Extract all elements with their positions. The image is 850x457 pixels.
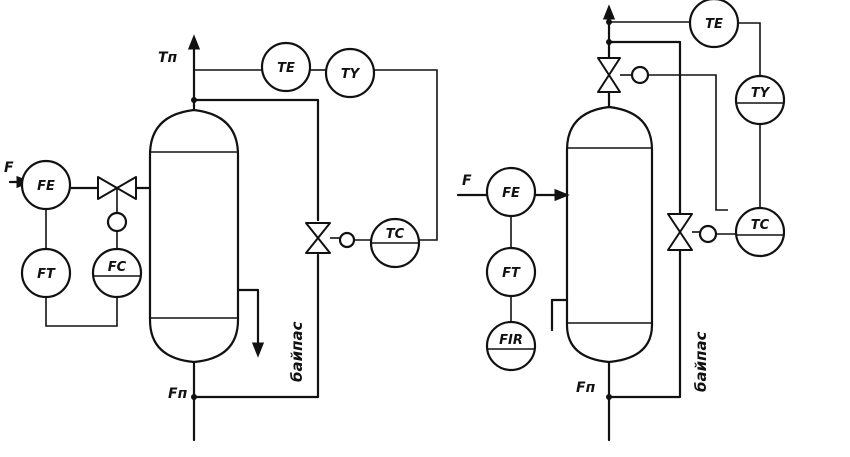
left-fc-label: FC <box>108 260 127 275</box>
right-fir-label: FIR <box>499 333 523 348</box>
right-feed-stream-label: F <box>462 173 472 189</box>
left-ty-instrument <box>324 47 376 99</box>
left-feed-valve-actuator <box>106 211 128 233</box>
left-bypass-lower <box>192 253 320 399</box>
right-fe-label: FE <box>502 186 520 201</box>
left-ty-label: TY <box>341 67 361 82</box>
right-scheme: TE TY TC FE FT FIR F Fп байпас <box>456 0 786 442</box>
right-bypass-upper <box>607 40 682 216</box>
left-feed-stream-label: F <box>4 160 14 176</box>
left-ty-tc-link <box>374 69 438 241</box>
left-scheme: TE TY TC FE FT FC F Tп Fп байпас <box>4 34 438 442</box>
left-te-label: TE <box>277 61 295 76</box>
left-te-instrument <box>260 41 312 93</box>
left-fc-instrument <box>91 247 143 299</box>
right-te-label: TE <box>705 17 723 32</box>
right-ty-label: TY <box>751 86 771 101</box>
right-bottom-stream-label: Fп <box>576 380 596 396</box>
right-side-drawoff <box>550 298 569 332</box>
left-bypass-label: байпас <box>288 321 306 382</box>
left-bypass-actuator <box>338 231 356 249</box>
right-bypass-valve-top <box>667 213 693 233</box>
left-feed-valve-left <box>97 176 118 200</box>
left-bottom-stream-label: Fп <box>168 386 188 402</box>
right-bypass-valve-bottom <box>667 231 693 251</box>
right-bypass-lower <box>607 248 682 399</box>
right-top-valve-actuator <box>630 65 650 85</box>
right-fir-instrument <box>485 320 537 372</box>
right-tc-instrument <box>734 206 786 258</box>
right-top-actuator-to-tc <box>648 74 728 211</box>
right-vessel <box>565 105 654 364</box>
right-te-ty-link <box>738 22 761 76</box>
right-bypass-actuator <box>698 224 718 244</box>
right-tc-label: TC <box>751 218 770 233</box>
left-side-drawoff <box>236 288 265 358</box>
left-top-stream-label: Tп <box>158 50 178 66</box>
left-bypass-upper <box>192 98 320 222</box>
left-feed-valve-right <box>116 176 137 200</box>
left-fe-label: FE <box>37 179 55 194</box>
left-ft-label: FT <box>37 267 56 282</box>
left-bypass-valve-top <box>305 222 331 239</box>
right-top-valve-upper <box>597 57 621 76</box>
left-vessel <box>148 108 240 364</box>
left-ft-fc-link <box>45 297 118 327</box>
right-bypass-label: байпас <box>692 331 710 392</box>
right-top-valve-lower <box>597 74 621 93</box>
left-bypass-valve-bottom <box>305 237 331 254</box>
right-ft-label: FT <box>502 266 521 281</box>
left-tc-label: TC <box>386 227 405 242</box>
